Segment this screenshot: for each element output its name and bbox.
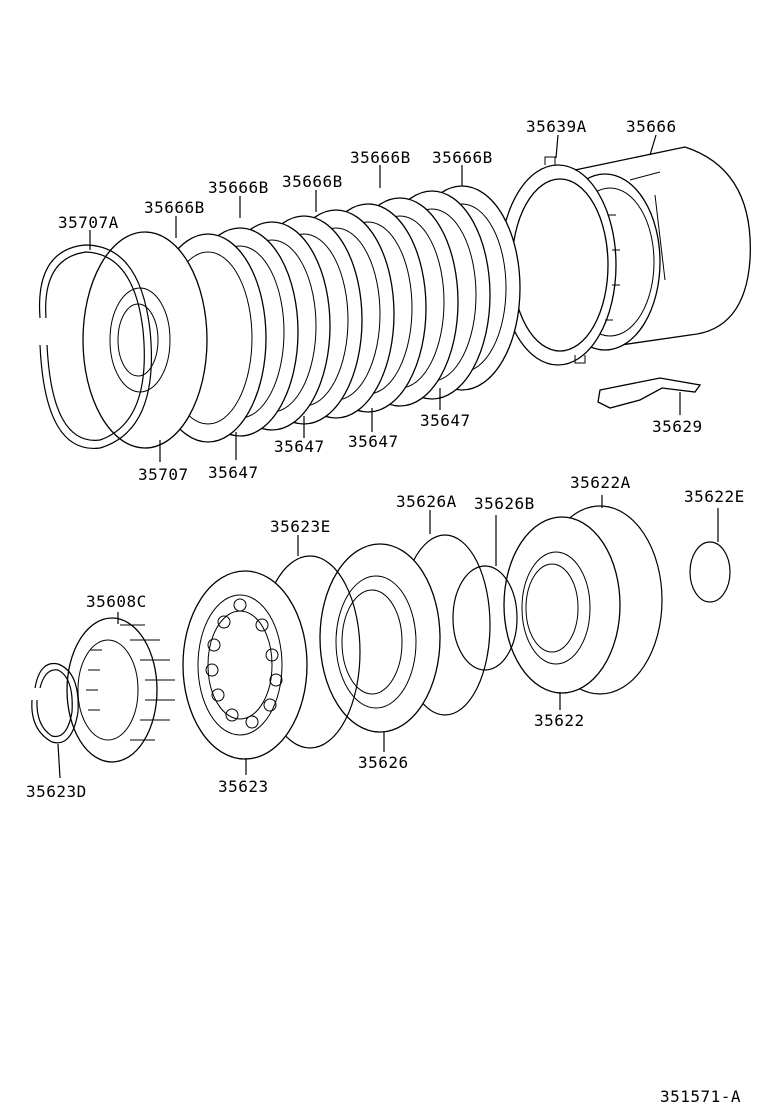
clutch-pack[interactable] xyxy=(149,185,521,443)
piston-35626[interactable] xyxy=(319,543,441,733)
label-35623E: 35623E xyxy=(270,517,331,536)
label-35666B-4: 35666B xyxy=(432,148,493,167)
figure-code: 351571-A xyxy=(660,1087,741,1106)
label-35622E: 35622E xyxy=(684,487,745,506)
piston-35623[interactable] xyxy=(182,570,308,760)
label-35666B-5: 35666B xyxy=(350,148,411,167)
label-35666B-3: 35666B xyxy=(282,172,343,191)
label-35623: 35623 xyxy=(218,777,269,796)
label-35626B: 35626B xyxy=(474,494,535,513)
label-35666B-2: 35666B xyxy=(208,178,269,197)
label-35647-1: 35647 xyxy=(208,463,259,482)
seal-35626B[interactable] xyxy=(452,565,518,671)
label-35626: 35626 xyxy=(358,753,409,772)
leader-lines xyxy=(57,134,719,779)
snap-ring-35707A[interactable] xyxy=(38,244,153,449)
label-35629: 35629 xyxy=(652,417,703,436)
clip-35629[interactable] xyxy=(597,377,702,409)
label-35608C: 35608C xyxy=(86,592,147,611)
label-35647-2: 35647 xyxy=(274,437,325,456)
label-35707A: 35707A xyxy=(58,213,119,232)
label-35647-3: 35647 xyxy=(348,432,399,451)
piston-35622[interactable] xyxy=(503,516,621,694)
snap-ring-35623D[interactable] xyxy=(31,662,79,744)
label-35707: 35707 xyxy=(138,465,189,484)
label-35626A: 35626A xyxy=(396,492,457,511)
spring-retainer-35608C[interactable] xyxy=(66,617,175,763)
o-ring-35622E[interactable] xyxy=(689,541,731,603)
flange-35707[interactable] xyxy=(82,231,208,449)
label-35622: 35622 xyxy=(534,711,585,730)
label-35622A: 35622A xyxy=(570,473,631,492)
label-35666: 35666 xyxy=(626,117,677,136)
label-35666B-1: 35666B xyxy=(144,198,205,217)
plate-35639A[interactable] xyxy=(499,156,620,366)
label-35639A: 35639A xyxy=(526,117,587,136)
part-labels: 35639A 35666 35666B 35666B 35666B 35666B… xyxy=(26,117,745,1106)
label-35647-4: 35647 xyxy=(420,411,471,430)
label-35623D: 35623D xyxy=(26,782,87,801)
